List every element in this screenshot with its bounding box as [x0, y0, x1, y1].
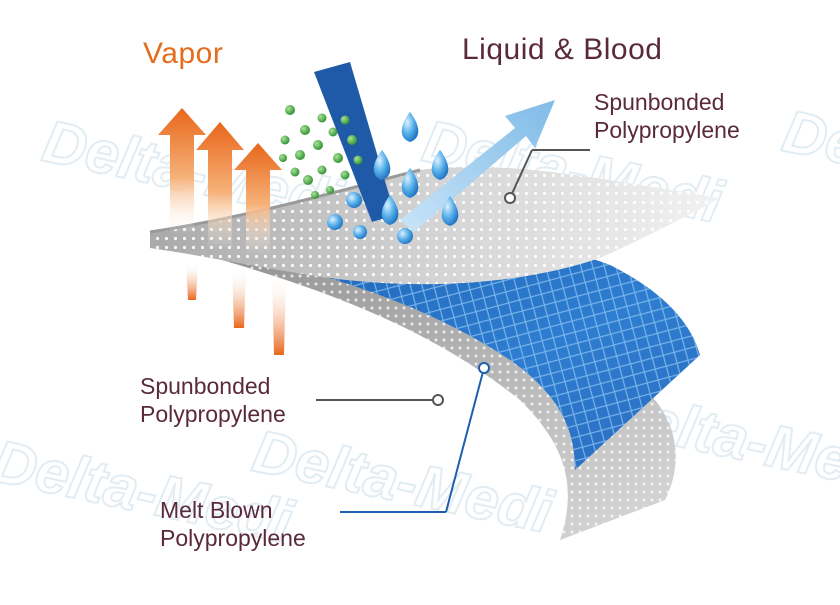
liquid-blood-label: Liquid & Blood: [462, 33, 663, 66]
vapor-arrows: [158, 108, 286, 355]
top-spunbond-layer: [149, 166, 720, 285]
vapor-label: Vapor: [143, 37, 224, 70]
melt-blown-label-line1: Melt Blown: [160, 497, 273, 523]
middle-layer-label-line1: Spunbonded: [140, 373, 271, 399]
melt-blown-label-line2: Polypropylene: [160, 525, 306, 551]
leader-lines: [316, 149, 590, 513]
middle-layer-label-line2: Polypropylene: [140, 401, 286, 427]
svg-text:Delta-Medi: Delta-Medi: [777, 97, 840, 226]
melt-blown-label: Melt Blown Polypropylene: [160, 496, 306, 552]
top-layer-label: Spunbonded Polypropylene: [594, 88, 740, 144]
melt-blown-layer: [150, 229, 700, 470]
green-particles: [279, 105, 363, 199]
middle-layer-label: Spunbonded Polypropylene: [140, 372, 286, 428]
liquid-droplets: [327, 112, 459, 244]
top-layer-label-line2: Polypropylene: [594, 117, 740, 143]
top-layer-label-line1: Spunbonded: [594, 89, 725, 115]
